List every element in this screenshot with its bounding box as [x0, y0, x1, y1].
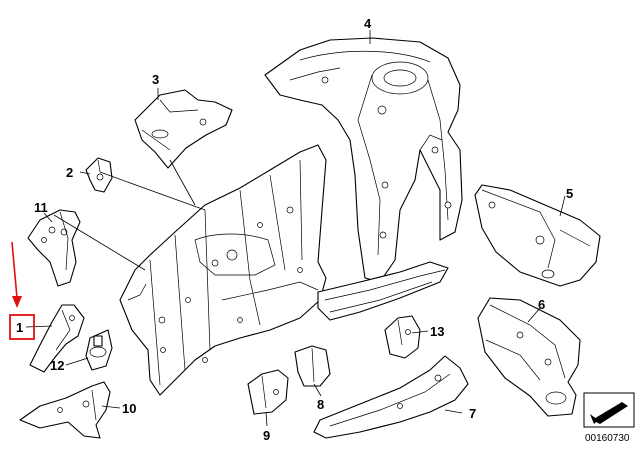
label-13: 13	[430, 324, 444, 339]
label-10: 10	[122, 401, 136, 416]
part-5-bracket	[474, 184, 601, 287]
part-3-bracket	[134, 89, 233, 169]
part-7-lower-rail	[313, 355, 469, 439]
longitudinal-rail	[317, 261, 449, 321]
leader-lines	[25, 30, 566, 427]
part-12-stud	[85, 329, 113, 371]
label-11: 11	[34, 200, 48, 215]
part-1-bracket	[29, 304, 85, 373]
label-12: 12	[50, 358, 64, 373]
highlight-marker	[9, 241, 35, 340]
label-5: 5	[566, 186, 573, 201]
arrow-icon	[592, 402, 628, 424]
side-panel-assembly	[119, 144, 327, 396]
part-labels: 1 2 3 4 5 6 7 8 9 10 11 12 13	[16, 16, 573, 443]
part-6-bracket	[477, 297, 581, 417]
label-2: 2	[66, 165, 73, 180]
label-6: 6	[538, 297, 545, 312]
reference-box: 00160730	[583, 392, 635, 444]
part-9-bracket	[247, 369, 289, 415]
part-2-small-bracket	[85, 157, 113, 193]
reference-number: 00160730	[585, 433, 630, 444]
label-4: 4	[364, 16, 372, 31]
label-8: 8	[317, 397, 324, 412]
part-11-bracket	[27, 209, 81, 287]
label-1: 1	[16, 320, 23, 335]
part-8-bracket	[294, 345, 331, 387]
label-9: 9	[263, 428, 270, 443]
part-13-bracket	[384, 315, 421, 359]
part-10-bracket	[19, 381, 111, 439]
part-4-wheel-housing	[264, 37, 463, 283]
label-7: 7	[469, 406, 476, 421]
label-3: 3	[152, 72, 159, 87]
